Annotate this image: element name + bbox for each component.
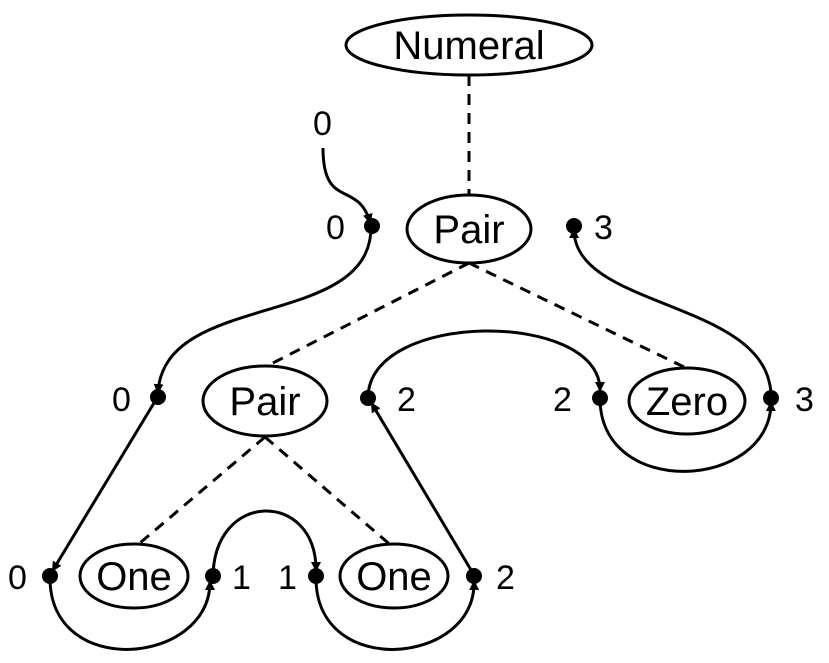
port-pair-root-in: [364, 218, 380, 234]
node-numeral: Numeral: [344, 13, 594, 77]
node-numeral-label: Numeral: [393, 24, 544, 68]
node-zero: Zero: [627, 366, 747, 436]
arrow-oneleft-to-oneright: [211, 509, 321, 579]
label-zero-in: 2: [553, 381, 572, 419]
node-pair-left: Pair: [201, 364, 329, 438]
edge-pair-zero: [468, 261, 685, 369]
label-one-left-in: 0: [8, 559, 27, 597]
node-pair-left-label: Pair: [229, 380, 300, 424]
arrow-pairleft-to-oneleft: [51, 397, 159, 572]
node-zero-label: Zero: [646, 380, 728, 424]
port-one-right-out: [466, 568, 482, 584]
port-zero-in: [592, 390, 608, 406]
port-one-left-in: [42, 568, 58, 584]
arrow-zero-out: [598, 397, 776, 473]
edge-pair-pairleft: [264, 261, 470, 369]
node-one-left: One: [78, 542, 190, 610]
port-zero-out: [763, 390, 779, 406]
label-pair-left-out: 2: [397, 381, 416, 419]
label-zero-out: 3: [795, 381, 814, 419]
label-one-left-out: 1: [232, 559, 251, 597]
label-pair-root-in: 0: [326, 209, 345, 247]
arrow-zero-to-pair: [569, 228, 773, 398]
port-one-right-in: [308, 568, 324, 584]
port-pair-left-out: [360, 390, 376, 406]
label-one-right-in: 1: [278, 559, 297, 597]
label-pair-root-out: 3: [594, 209, 613, 247]
edge-pairleft-oneright: [264, 435, 395, 550]
port-pair-left-in: [150, 389, 166, 405]
arrow-start-to-pair: [321, 147, 373, 224]
label-one-right-out: 2: [496, 559, 515, 597]
node-one-right-label: One: [356, 555, 432, 599]
arrow-pairleft-to-zero: [366, 329, 605, 399]
arrow-oneleft-out: [48, 577, 215, 651]
node-one-right: One: [338, 542, 450, 610]
label-start: 0: [313, 105, 332, 143]
port-one-left-out: [205, 568, 221, 584]
node-one-left-label: One: [96, 555, 172, 599]
node-pair-root-label: Pair: [433, 208, 504, 252]
arrow-pair-to-pairleft: [153, 226, 373, 394]
edge-pairleft-oneleft: [133, 435, 266, 550]
label-pair-left-in: 0: [112, 381, 131, 419]
node-pair-root: Pair: [405, 193, 533, 265]
arrow-oneright-to-pairleft: [370, 402, 476, 576]
port-pair-root-out: [566, 218, 582, 234]
arrow-oneright-out: [314, 577, 480, 651]
